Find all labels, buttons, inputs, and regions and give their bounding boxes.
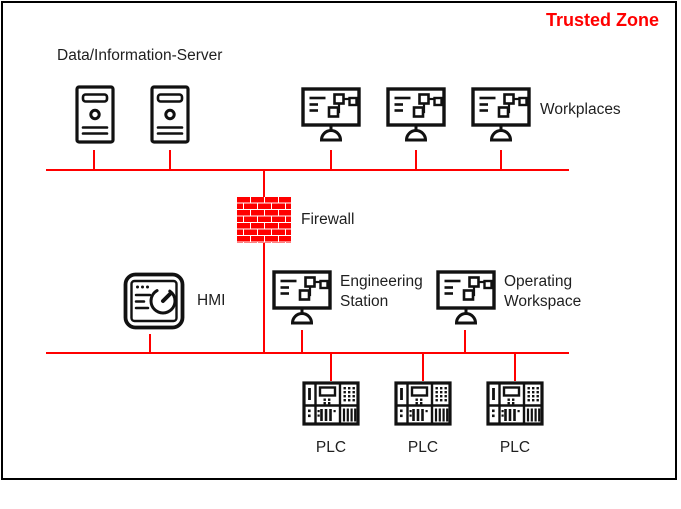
- hmi-drop-line: [149, 334, 151, 352]
- workplace2-drop-line: [415, 150, 417, 170]
- server-group-label: Data/Information-Server: [57, 47, 223, 64]
- hmi-panel-icon: [123, 272, 185, 330]
- zone-title: Trusted Zone: [546, 10, 660, 30]
- firewall-brick-icon: [237, 197, 291, 243]
- firewall-label: Firewall: [301, 211, 355, 228]
- server2-drop-line: [169, 150, 171, 170]
- plc-icon: [394, 381, 452, 426]
- plc-icon: [486, 381, 544, 426]
- workstation-monitor-icon: [471, 87, 531, 143]
- plc-icon: [302, 381, 360, 426]
- plc-label: PLC: [499, 439, 531, 456]
- engineering-station-label: Engineering Station: [340, 273, 423, 310]
- operating-workspace-icon: [436, 270, 496, 326]
- workplace3-drop-line: [500, 150, 502, 170]
- plc1-drop-line: [330, 354, 332, 381]
- hmi-label: HMI: [197, 292, 226, 309]
- plc3-drop-line: [514, 354, 516, 381]
- firewall-link-line: [263, 170, 265, 353]
- lower-network-bus-line: [46, 352, 569, 354]
- workplaces-label: Workplaces: [540, 101, 621, 118]
- operating-workspace-label: Operating Workspace: [504, 273, 582, 310]
- plc-label: PLC: [315, 439, 347, 456]
- server1-drop-line: [93, 150, 95, 170]
- server-icon: [75, 85, 115, 144]
- plc-label: PLC: [407, 439, 439, 456]
- server-icon: [150, 85, 190, 144]
- engineering-station-drop-line: [301, 330, 303, 352]
- operating-workspace-drop-line: [464, 330, 466, 352]
- plc2-drop-line: [422, 354, 424, 381]
- workplace1-drop-line: [330, 150, 332, 170]
- upper-network-bus-line: [46, 169, 569, 171]
- workstation-monitor-icon: [301, 87, 361, 143]
- workstation-monitor-icon: [386, 87, 446, 143]
- engineering-station-icon: [272, 270, 332, 326]
